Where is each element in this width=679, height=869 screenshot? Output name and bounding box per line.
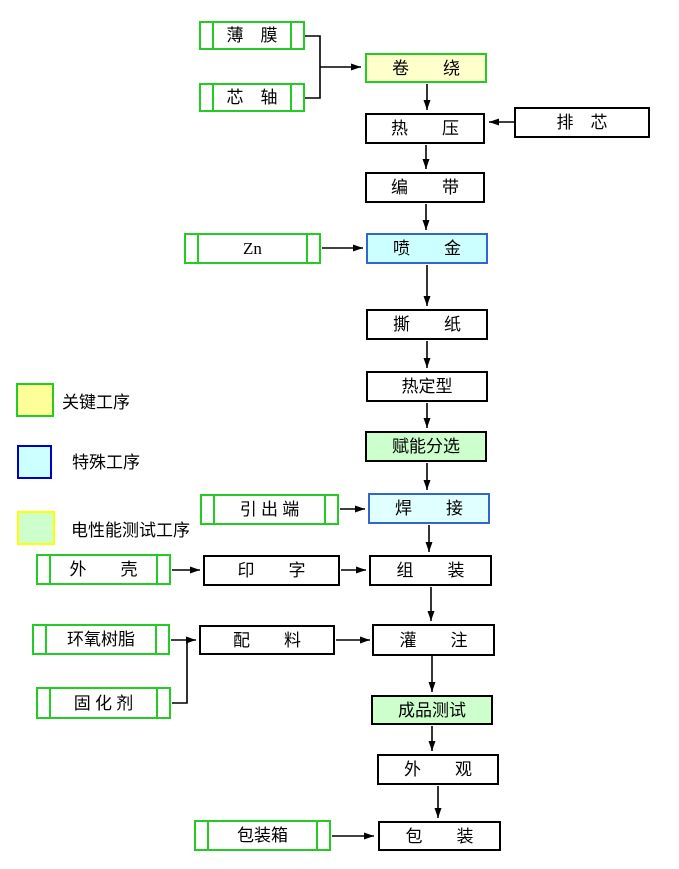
legend-label-special-process: 特殊工序 [72, 453, 140, 472]
node-assembly: 组 装 [369, 555, 492, 586]
node-taping: 编 带 [365, 172, 485, 203]
node-curing-agent: 固 化 剂 [36, 687, 171, 719]
node-packing-box: 包装箱 [194, 820, 331, 851]
node-shell: 外 壳 [36, 554, 171, 585]
legend-swatch-special-process [17, 445, 52, 479]
node-heat-setting: 热定型 [366, 371, 488, 402]
node-zinc: Zn [184, 233, 321, 264]
connector-film-mandrel-bracket [305, 35, 321, 99]
node-paper-tear: 撕 纸 [366, 309, 488, 340]
node-thin-film: 薄 膜 [199, 21, 305, 50]
node-core-arrange: 排 芯 [514, 107, 650, 138]
legend-swatch-key-process [16, 383, 54, 417]
node-epoxy-resin: 环氧树脂 [32, 624, 170, 655]
node-lead-terminal: 引 出 端 [200, 494, 339, 525]
legend-label-key-process: 关键工序 [62, 393, 130, 412]
node-energize-sort: 赋能分选 [365, 431, 487, 462]
node-winding: 卷 绕 [365, 53, 487, 83]
node-metal-spray: 喷 金 [366, 233, 488, 264]
legend-label-etest-process: 电性能测试工序 [71, 521, 190, 540]
node-potting: 灌 注 [372, 624, 495, 656]
node-product-test: 成品测试 [371, 695, 493, 725]
node-welding: 焊 接 [368, 493, 490, 524]
node-packing: 包 装 [378, 821, 501, 851]
connector-curingagent-join [172, 641, 188, 704]
node-appearance: 外 观 [377, 754, 499, 785]
legend-swatch-etest-process [17, 511, 55, 545]
node-printing: 印 字 [203, 555, 340, 586]
node-hot-press: 热 压 [365, 113, 485, 144]
node-mandrel: 芯 轴 [199, 83, 305, 112]
node-batching: 配 料 [199, 625, 335, 655]
